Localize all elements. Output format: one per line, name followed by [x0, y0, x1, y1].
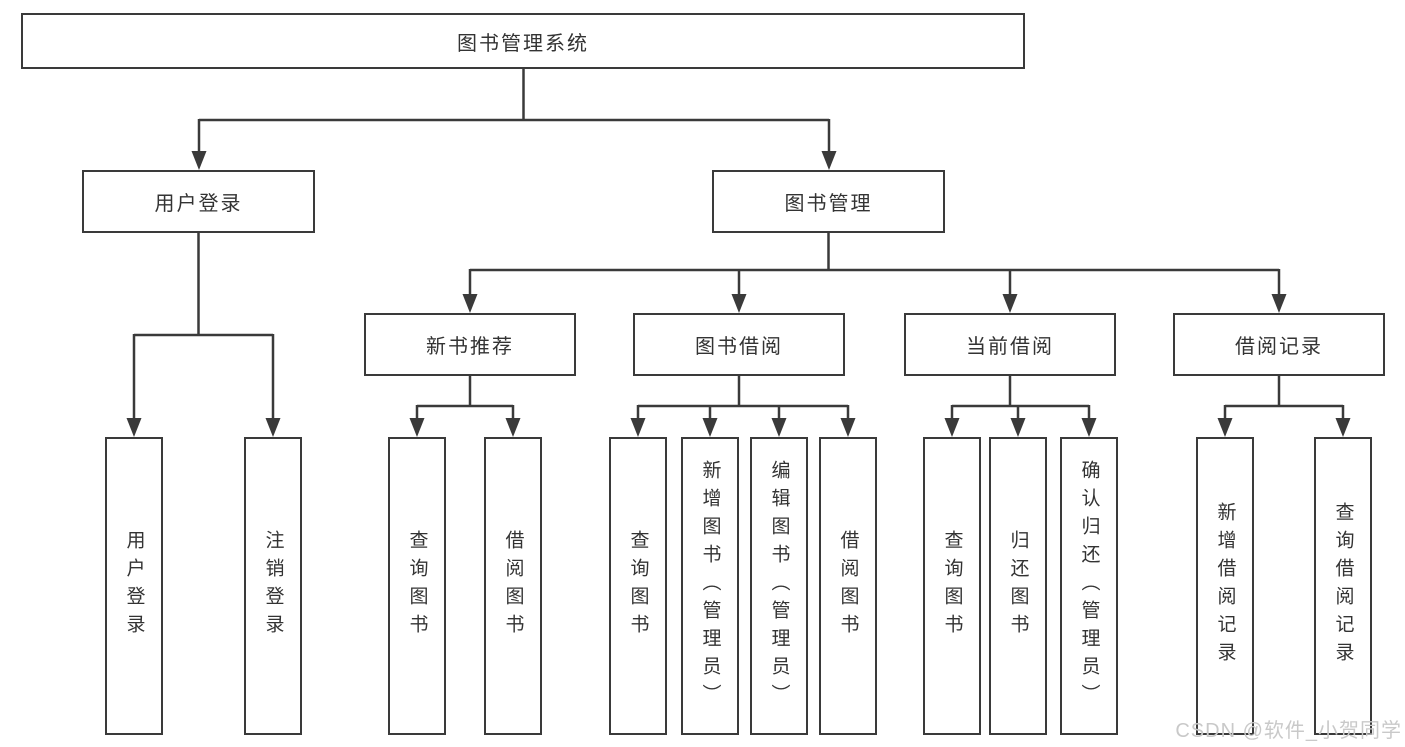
node-label: 用户登录 [154, 193, 243, 215]
leaf-logout: 注销登录 [244, 437, 302, 735]
leaf-add-book-admin: 新增图书（管理员） [681, 437, 739, 735]
node-current-borrow: 当前借阅 [904, 313, 1116, 376]
leaf-confirm-return-admin: 确认归还（管理员） [1060, 437, 1118, 735]
arrowhead-icon [265, 418, 281, 437]
leaf-query-book-current: 查询图书 [923, 437, 981, 735]
leaf-edit-book-admin: 编辑图书（管理员） [750, 437, 808, 735]
leaf-borrow-book-recommend: 借阅图书 [484, 437, 542, 735]
node-label: 图书借阅 [695, 336, 783, 358]
watermark: CSDN @软件_小贺同学 [1175, 720, 1402, 742]
node-label: 新增图书（管理员） [699, 460, 721, 712]
node-label: 新增借阅记录 [1214, 502, 1236, 670]
node-label: 注销登录 [262, 530, 284, 642]
arrowhead-icon [126, 418, 142, 437]
node-label: 新书推荐 [426, 336, 514, 358]
arrowhead-icon [462, 294, 478, 313]
arrowhead-icon [840, 418, 856, 437]
node-label: 用户登录 [123, 530, 145, 642]
leaf-query-book-borrow: 查询图书 [609, 437, 667, 735]
arrowhead-icon [630, 418, 646, 437]
arrowhead-icon [1010, 418, 1026, 437]
node-label: 借阅记录 [1235, 336, 1323, 358]
node-borrow-record: 借阅记录 [1173, 313, 1385, 376]
arrowhead-icon [944, 418, 960, 437]
arrowhead-icon [1217, 418, 1233, 437]
arrowhead-icon [821, 151, 837, 170]
node-label: 查询图书 [406, 530, 428, 642]
arrowhead-icon [731, 294, 747, 313]
leaf-user-login: 用户登录 [105, 437, 163, 735]
node-label: 查询借阅记录 [1332, 502, 1354, 670]
node-label: 当前借阅 [966, 336, 1054, 358]
arrowhead-icon [409, 418, 425, 437]
node-label: 查询图书 [941, 530, 963, 642]
node-label: 查询图书 [627, 530, 649, 642]
arrowhead-icon [771, 418, 787, 437]
node-label: 归还图书 [1007, 530, 1029, 642]
leaf-query-book-recommend: 查询图书 [388, 437, 446, 735]
arrowhead-icon [1335, 418, 1351, 437]
node-label: 确认归还（管理员） [1078, 460, 1100, 712]
leaf-add-borrow-record: 新增借阅记录 [1196, 437, 1254, 735]
leaf-query-borrow-record: 查询借阅记录 [1314, 437, 1372, 735]
leaf-borrow-book: 借阅图书 [819, 437, 877, 735]
arrowhead-icon [1081, 418, 1097, 437]
leaf-return-book: 归还图书 [989, 437, 1047, 735]
node-label: 借阅图书 [502, 530, 524, 642]
node-library-management-system: 图书管理系统 [21, 13, 1025, 69]
node-book-management: 图书管理 [712, 170, 945, 233]
node-label: 借阅图书 [837, 530, 859, 642]
arrowhead-icon [505, 418, 521, 437]
arrowhead-icon [1271, 294, 1287, 313]
node-user-login: 用户登录 [82, 170, 315, 233]
node-label: 图书管理 [784, 193, 873, 215]
node-book-borrow: 图书借阅 [633, 313, 845, 376]
arrowhead-icon [702, 418, 718, 437]
node-new-book-recommend: 新书推荐 [364, 313, 576, 376]
node-label: 图书管理系统 [457, 32, 589, 55]
node-label: 编辑图书（管理员） [768, 460, 790, 712]
arrowhead-icon [191, 151, 207, 170]
arrowhead-icon [1002, 294, 1018, 313]
